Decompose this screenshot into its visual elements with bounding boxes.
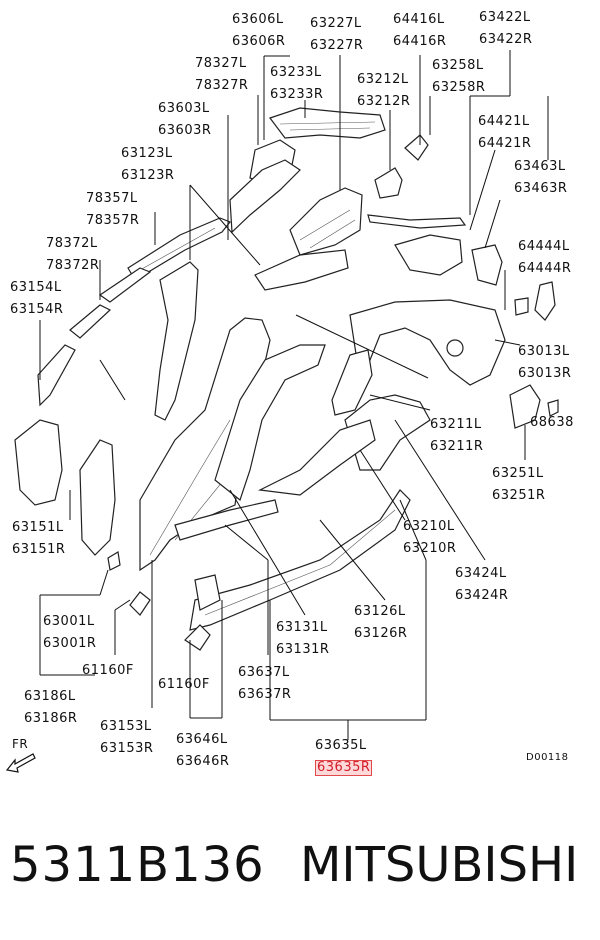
front-arrow-icon [5,753,36,773]
diagram-code: D00118 [526,752,569,763]
front-direction-label: FR [12,737,29,751]
part-label-61160f-right: 61160F [158,677,210,692]
part-number-title: 5311B136 [10,837,265,893]
exploded-parts-diagram [14,50,559,740]
part-label-61160f-left: 61160F [82,663,134,678]
part-label-68638: 68638 [530,415,574,430]
brand-name: MITSUBISHI [300,837,579,893]
body-panel-parts [14,107,559,651]
highlighted-part-label: 63635R [315,760,373,776]
part-label-63635: 63635L 63635R [315,738,373,776]
leader-lines [39,50,549,740]
